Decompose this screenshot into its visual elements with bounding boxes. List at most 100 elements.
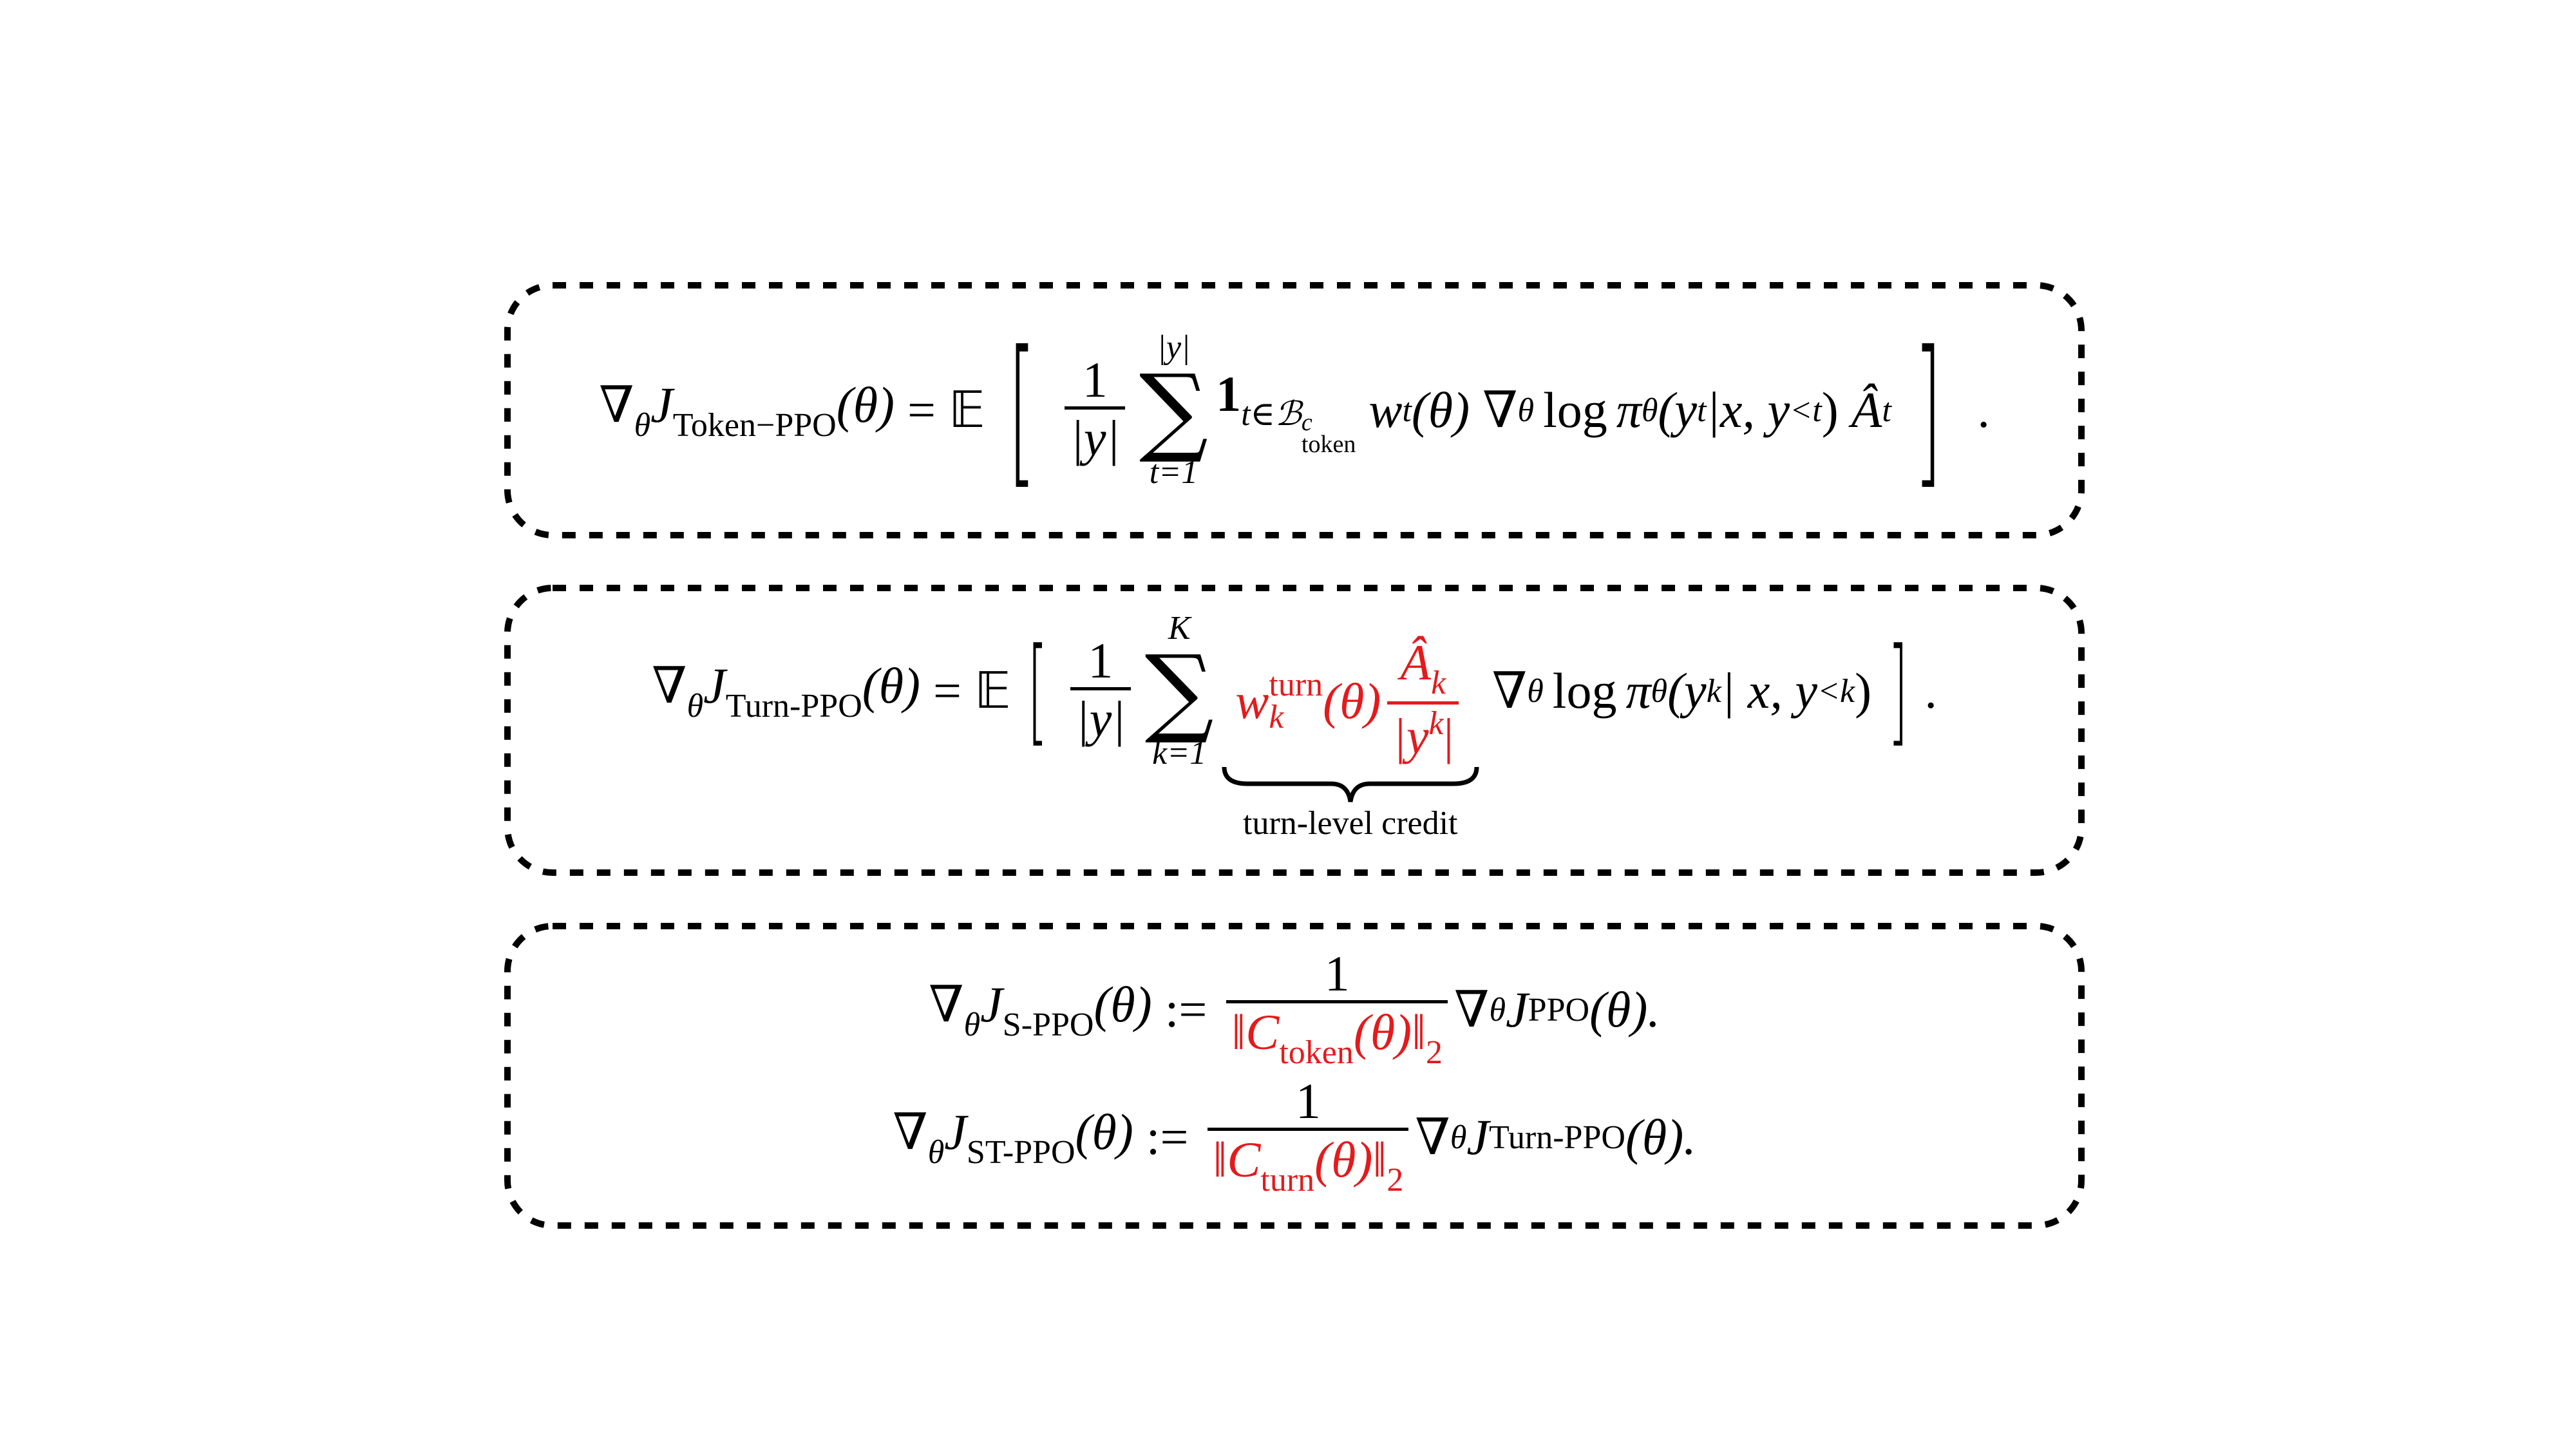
objective-symbol: J <box>980 976 1003 1032</box>
objective-symbol: J <box>1506 981 1528 1037</box>
summation: |y| ∑ t=1 <box>1139 328 1209 491</box>
norm-close: (θ)‖ <box>1314 1132 1387 1188</box>
nabla-symbol: ∇ <box>1492 663 1528 719</box>
nabla-subscript: θ <box>1517 392 1535 429</box>
left-bracket: [ <box>1007 316 1036 504</box>
sigma-symbol: ∑ <box>1144 634 1214 747</box>
turn-length-close: | <box>1443 708 1454 764</box>
objective-argument: (θ). <box>1625 1109 1696 1165</box>
indicator-set: t∈ℬ <box>1241 395 1302 433</box>
turn-advantage-subscript: k <box>1431 665 1446 702</box>
lhs: ∇θJToken−PPO(θ) <box>599 376 895 444</box>
turn-length: |y <box>1392 708 1429 764</box>
policy-subscript: θ <box>1641 392 1658 429</box>
advantage-symbol: Â <box>1851 382 1882 438</box>
fraction-denominator: |y| <box>1070 687 1131 748</box>
sum-upper-limit: |y| <box>1157 328 1191 366</box>
nabla-subscript: θ <box>687 688 704 724</box>
nabla-symbol: ∇ <box>1454 981 1490 1037</box>
turn-advantage-symbol: Â <box>1400 634 1432 691</box>
indicator-symbol: 1 <box>1216 365 1242 422</box>
lhs: ∇θJTurn-PPO(θ) <box>652 657 920 725</box>
C-subscript: token <box>1279 1034 1354 1072</box>
equals-sign: = <box>933 663 962 719</box>
objective-subscript: ST-PPO <box>966 1134 1075 1171</box>
period: . <box>1977 382 1990 438</box>
objective-symbol: J <box>650 377 673 433</box>
nabla-subscript: θ <box>634 407 651 444</box>
policy-condition: |x, y <box>1706 382 1790 438</box>
period: . <box>1924 663 1937 719</box>
objective-argument: (θ). <box>1589 981 1660 1037</box>
lhs: ∇θJS-PPO(θ) <box>929 976 1152 1044</box>
log-operator: log <box>1543 382 1607 438</box>
norm-close: (θ)‖ <box>1353 1004 1426 1061</box>
nabla-symbol: ∇ <box>1415 1109 1450 1165</box>
expectation-symbol: 𝔼 <box>949 381 985 439</box>
equals-sign: = <box>907 382 936 438</box>
complement-superscript: c <box>1301 408 1312 436</box>
right-bracket: ] <box>1888 623 1909 758</box>
normalizer-fraction: 1 |y| <box>1065 351 1125 468</box>
norm-order: 2 <box>1426 1034 1443 1072</box>
policy-symbol: π <box>1616 382 1642 438</box>
norm-open-C: ‖C <box>1231 1004 1280 1061</box>
dashed-frame <box>504 282 2085 538</box>
lhs: ∇θJST-PPO(θ) <box>893 1103 1133 1171</box>
turn-length-superscript: k <box>1428 705 1444 742</box>
nabla-subscript: θ <box>1527 672 1544 710</box>
policy-condition-subscript: <k <box>1817 672 1855 710</box>
objective-subscript: Turn-PPO <box>725 688 862 724</box>
objective-symbol: J <box>1466 1109 1489 1165</box>
sum-lower-limit: t=1 <box>1149 454 1198 491</box>
turn-weight-argument: (θ) <box>1323 672 1381 729</box>
norm-order: 2 <box>1387 1162 1404 1199</box>
close-paren: ) <box>1855 663 1872 719</box>
objective-symbol: J <box>944 1104 967 1160</box>
objective-subscript: Token−PPO <box>672 407 837 444</box>
turn-level-credit-label: turn-level credit <box>1243 804 1458 842</box>
nabla-symbol: ∇ <box>929 976 964 1032</box>
fraction-numerator: 1 <box>1082 351 1108 408</box>
sigma-symbol: ∑ <box>1139 354 1209 466</box>
dashed-frame <box>504 923 2085 1229</box>
turn-weight-subscript: k <box>1269 698 1284 735</box>
left-bracket: [ <box>1027 623 1048 758</box>
fraction-numerator: 1 <box>1088 632 1113 688</box>
nabla-subscript: θ <box>927 1134 945 1171</box>
objective-argument: (θ) <box>836 377 895 433</box>
defined-as-sign: := <box>1164 981 1208 1037</box>
right-bracket: ] <box>1913 316 1942 504</box>
objective-subscript: Turn-PPO <box>1488 1119 1625 1156</box>
log-operator: log <box>1552 663 1617 719</box>
policy-arg-subscript: t <box>1697 392 1707 429</box>
dashed-frame <box>504 585 2085 876</box>
turn-norm-fraction: 1 ‖Cturn(θ)‖2 <box>1208 1075 1409 1200</box>
objective-argument: (θ) <box>862 658 921 714</box>
nabla-subscript: θ <box>1450 1119 1467 1156</box>
turn-weight-symbol: w <box>1235 672 1269 729</box>
sum-upper-limit: K <box>1168 609 1191 647</box>
nabla-symbol: ∇ <box>652 658 687 714</box>
nabla-symbol: ∇ <box>1482 382 1518 438</box>
fraction-numerator: 1 <box>1324 945 1350 1002</box>
turn-norm-denominator: ‖Cturn(θ)‖2 <box>1208 1128 1409 1200</box>
objective-subscript: S-PPO <box>1002 1007 1094 1043</box>
close-paren: ) <box>1821 382 1839 438</box>
token-norm-fraction: 1 ‖Ctoken(θ)‖2 <box>1226 947 1448 1072</box>
underbrace <box>1222 766 1479 802</box>
turn-weight-superscript: turn <box>1269 667 1323 704</box>
policy-subscript: θ <box>1651 672 1668 710</box>
policy-condition: | x, y <box>1721 663 1817 719</box>
policy-arg-superscript: k <box>1706 672 1721 710</box>
norm-open-C: ‖C <box>1213 1132 1261 1188</box>
weight-argument: (θ) <box>1411 382 1470 438</box>
objective-argument: (θ) <box>1094 976 1152 1032</box>
